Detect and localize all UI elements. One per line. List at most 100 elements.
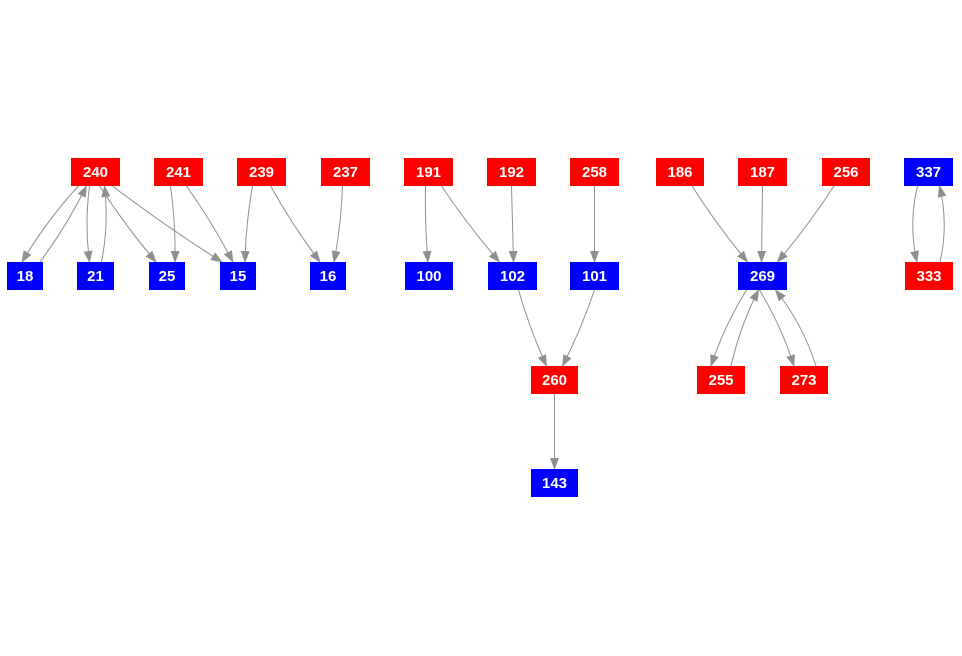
node-label-191: 191 bbox=[416, 164, 441, 181]
node-box-16[interactable] bbox=[310, 262, 346, 290]
graph-node-186[interactable]: 186 bbox=[656, 158, 704, 186]
graph-node-240[interactable]: 240 bbox=[71, 158, 120, 186]
edge-256-to-269 bbox=[776, 185, 835, 263]
node-label-100: 100 bbox=[416, 268, 441, 285]
node-box-255[interactable] bbox=[697, 366, 745, 394]
node-box-192[interactable] bbox=[487, 158, 536, 186]
node-label-260: 260 bbox=[542, 372, 567, 389]
graph-node-192[interactable]: 192 bbox=[487, 158, 536, 186]
node-label-337: 337 bbox=[916, 164, 941, 181]
graph-node-18[interactable]: 18 bbox=[7, 262, 43, 290]
node-label-239: 239 bbox=[249, 164, 274, 181]
graph-node-15[interactable]: 15 bbox=[220, 262, 256, 290]
edge-239-to-16 bbox=[270, 185, 321, 263]
graph-node-337[interactable]: 337 bbox=[904, 158, 953, 186]
graph-node-100[interactable]: 100 bbox=[405, 262, 453, 290]
node-box-101[interactable] bbox=[570, 262, 619, 290]
graph-node-237[interactable]: 237 bbox=[321, 158, 370, 186]
graph-node-102[interactable]: 102 bbox=[488, 262, 537, 290]
node-box-25[interactable] bbox=[149, 262, 185, 290]
edge-241-to-25 bbox=[170, 185, 180, 263]
node-label-15: 15 bbox=[230, 268, 247, 285]
node-box-260[interactable] bbox=[531, 366, 578, 394]
edge-18-to-240 bbox=[39, 185, 87, 263]
node-box-333[interactable] bbox=[905, 262, 953, 290]
node-box-191[interactable] bbox=[404, 158, 453, 186]
graph-node-256[interactable]: 256 bbox=[822, 158, 870, 186]
graph-node-239[interactable]: 239 bbox=[237, 158, 286, 186]
node-label-18: 18 bbox=[17, 268, 34, 285]
edge-192-to-102 bbox=[508, 185, 518, 263]
graph-node-25[interactable]: 25 bbox=[149, 262, 185, 290]
node-label-102: 102 bbox=[500, 268, 525, 285]
graph-node-16[interactable]: 16 bbox=[310, 262, 346, 290]
node-box-239[interactable] bbox=[237, 158, 286, 186]
node-box-237[interactable] bbox=[321, 158, 370, 186]
node-label-25: 25 bbox=[159, 268, 176, 285]
node-label-143: 143 bbox=[542, 475, 567, 492]
node-box-15[interactable] bbox=[220, 262, 256, 290]
edge-187-to-269 bbox=[757, 185, 767, 263]
graph-node-269[interactable]: 269 bbox=[738, 262, 787, 290]
edge-240-to-18 bbox=[21, 185, 79, 263]
node-box-18[interactable] bbox=[7, 262, 43, 290]
edge-337-to-333 bbox=[910, 185, 919, 263]
graph-node-273[interactable]: 273 bbox=[780, 366, 828, 394]
node-label-241: 241 bbox=[166, 164, 191, 181]
node-label-21: 21 bbox=[87, 268, 104, 285]
node-box-258[interactable] bbox=[570, 158, 619, 186]
edge-239-to-15 bbox=[240, 185, 253, 263]
edge-269-to-273 bbox=[759, 289, 795, 367]
node-label-16: 16 bbox=[320, 268, 337, 285]
edge-269-to-255 bbox=[710, 289, 747, 367]
node-box-186[interactable] bbox=[656, 158, 704, 186]
node-box-143[interactable] bbox=[531, 469, 578, 497]
edge-240-to-21 bbox=[83, 185, 93, 263]
graph-node-255[interactable]: 255 bbox=[697, 366, 745, 394]
edge-240-to-25 bbox=[99, 185, 157, 263]
node-label-237: 237 bbox=[333, 164, 358, 181]
node-box-240[interactable] bbox=[71, 158, 120, 186]
graph-node-260[interactable]: 260 bbox=[531, 366, 578, 394]
node-label-273: 273 bbox=[791, 372, 816, 389]
graph-node-191[interactable]: 191 bbox=[404, 158, 453, 186]
edge-255-to-269 bbox=[730, 289, 759, 367]
graph-node-187[interactable]: 187 bbox=[738, 158, 787, 186]
node-box-269[interactable] bbox=[738, 262, 787, 290]
node-label-240: 240 bbox=[83, 164, 108, 181]
node-label-186: 186 bbox=[667, 164, 692, 181]
edge-191-to-102 bbox=[441, 185, 501, 263]
edge-333-to-337 bbox=[937, 185, 947, 263]
edge-240-to-15 bbox=[112, 185, 223, 263]
edge-241-to-15 bbox=[186, 185, 234, 263]
node-box-102[interactable] bbox=[488, 262, 537, 290]
node-box-21[interactable] bbox=[77, 262, 114, 290]
node-label-269: 269 bbox=[750, 268, 775, 285]
graph-node-241[interactable]: 241 bbox=[154, 158, 203, 186]
node-box-337[interactable] bbox=[904, 158, 953, 186]
graph-node-333[interactable]: 333 bbox=[905, 262, 953, 290]
node-box-187[interactable] bbox=[738, 158, 787, 186]
edge-186-to-269 bbox=[691, 185, 749, 263]
node-box-273[interactable] bbox=[780, 366, 828, 394]
node-label-256: 256 bbox=[833, 164, 858, 181]
node-label-192: 192 bbox=[499, 164, 524, 181]
node-box-256[interactable] bbox=[822, 158, 870, 186]
edge-102-to-260 bbox=[518, 289, 547, 367]
graph-node-101[interactable]: 101 bbox=[570, 262, 619, 290]
graph-node-143[interactable]: 143 bbox=[531, 469, 578, 497]
node-box-241[interactable] bbox=[154, 158, 203, 186]
edge-21-to-240 bbox=[101, 185, 111, 263]
edge-191-to-100 bbox=[422, 185, 432, 263]
edge-101-to-260 bbox=[562, 289, 595, 367]
node-label-258: 258 bbox=[582, 164, 607, 181]
graph-node-258[interactable]: 258 bbox=[570, 158, 619, 186]
node-box-100[interactable] bbox=[405, 262, 453, 290]
node-label-187: 187 bbox=[750, 164, 775, 181]
graph-node-21[interactable]: 21 bbox=[77, 262, 114, 290]
edge-237-to-16 bbox=[331, 185, 343, 263]
edge-273-to-269 bbox=[774, 289, 817, 367]
node-label-255: 255 bbox=[708, 372, 733, 389]
